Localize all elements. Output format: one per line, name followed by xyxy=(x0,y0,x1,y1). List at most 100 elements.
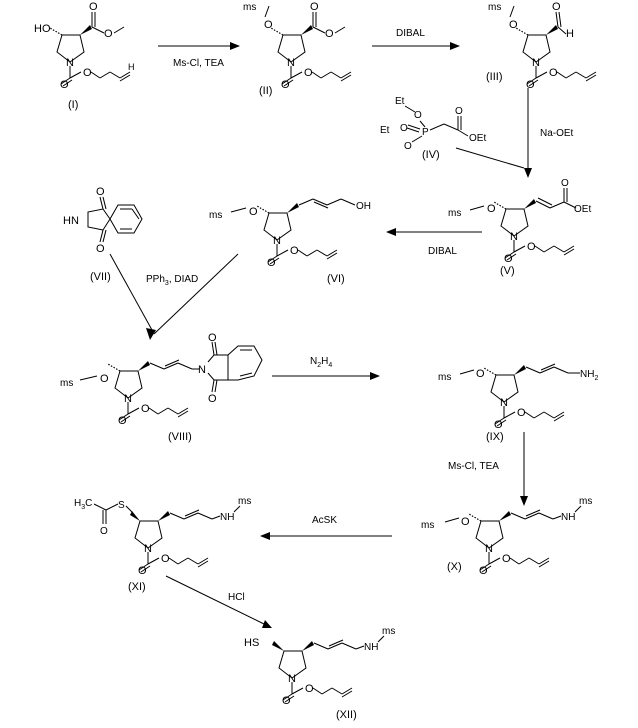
svg-text:H: H xyxy=(128,62,135,72)
arrow-step-3: Na-OEt xyxy=(455,88,574,178)
svg-text:N: N xyxy=(288,673,296,685)
svg-text:ms: ms xyxy=(448,208,461,219)
compound-viii: N O O O ms (VIII) xyxy=(60,359,200,443)
svg-text:NH: NH xyxy=(561,512,575,523)
label-x: (X) xyxy=(447,561,462,573)
arrow-step-1: Ms-Cl, TEA xyxy=(158,42,240,69)
svg-text:ms: ms xyxy=(579,496,592,507)
svg-text:O: O xyxy=(208,332,217,344)
label-ii: (II) xyxy=(259,85,272,97)
svg-text:DIBAL: DIBAL xyxy=(396,28,425,39)
svg-text:O: O xyxy=(60,79,69,91)
svg-text:O: O xyxy=(104,28,113,40)
label-ix: (IX) xyxy=(486,431,504,443)
svg-text:O: O xyxy=(479,565,488,577)
label-iii: (III) xyxy=(486,71,503,83)
svg-text:O: O xyxy=(561,178,569,189)
compound-ix: N O O O ms NH2 (IX) xyxy=(438,363,598,443)
compound-xi: N O O H3C O S NH ms (XI) xyxy=(74,496,251,593)
svg-text:N: N xyxy=(500,397,508,409)
svg-text:O: O xyxy=(208,393,217,405)
svg-text:O: O xyxy=(494,419,503,431)
svg-text:O: O xyxy=(141,403,150,415)
arrow-step-8: AcSK xyxy=(260,515,392,540)
svg-text:O: O xyxy=(310,1,319,13)
arrow-step-7: Ms-Cl, TEA xyxy=(448,432,528,506)
svg-text:ms: ms xyxy=(243,2,256,13)
svg-text:ms: ms xyxy=(60,378,73,389)
svg-text:H: H xyxy=(566,28,574,40)
label-i: (I) xyxy=(68,99,78,111)
arrow-step-4: DIBAL xyxy=(386,228,482,257)
svg-text:O: O xyxy=(96,243,105,255)
phthalimide-viii: N O O xyxy=(198,332,263,405)
compound-iii: N O O O ms O H (III) xyxy=(486,1,597,91)
svg-text:O: O xyxy=(509,19,518,31)
svg-text:O: O xyxy=(552,1,561,13)
svg-text:N: N xyxy=(287,57,295,69)
svg-text:HCl: HCl xyxy=(228,592,245,603)
svg-text:ms: ms xyxy=(421,520,434,531)
svg-text:O: O xyxy=(527,241,536,253)
compound-xii: N O O HS NH ms (XII) xyxy=(244,626,395,721)
compound-vii: HN O O (VII) xyxy=(63,186,143,283)
svg-text:O: O xyxy=(281,79,290,91)
svg-text:O: O xyxy=(282,695,291,707)
svg-text:O: O xyxy=(161,553,170,565)
label-viii: (VIII) xyxy=(168,431,192,443)
arrow-step-5: PPh3, DIAD xyxy=(109,253,239,340)
svg-text:ms: ms xyxy=(382,626,395,637)
svg-text:O: O xyxy=(461,516,470,528)
compound-x: N O O O ms NH ms (X) xyxy=(421,496,592,577)
svg-text:O: O xyxy=(549,67,558,79)
svg-text:Et: Et xyxy=(395,96,405,107)
svg-text:HS: HS xyxy=(244,637,259,649)
svg-text:O: O xyxy=(138,565,147,577)
svg-text:ms: ms xyxy=(238,496,251,507)
svg-text:HN: HN xyxy=(63,215,79,227)
svg-text:O: O xyxy=(526,79,535,91)
compound-vi: N O O O ms OH (VI) xyxy=(209,198,371,285)
svg-text:O: O xyxy=(304,67,313,79)
svg-text:NH: NH xyxy=(364,642,378,653)
svg-text:NH2: NH2 xyxy=(580,369,598,382)
svg-text:O: O xyxy=(487,203,496,215)
label-iv: (IV) xyxy=(422,149,440,161)
svg-text:NH: NH xyxy=(220,512,234,523)
compound-ii: N O O O ms O O (II) xyxy=(243,1,352,97)
svg-text:O: O xyxy=(325,28,334,40)
svg-text:O: O xyxy=(305,683,314,695)
arrow-step-9: HCl xyxy=(165,575,272,628)
svg-text:O: O xyxy=(264,19,273,31)
svg-text:O: O xyxy=(455,106,463,117)
arrow-step-2: DIBAL xyxy=(372,28,460,50)
svg-text:H3C: H3C xyxy=(74,498,92,511)
svg-text:O: O xyxy=(267,257,276,269)
label-v: (V) xyxy=(500,265,515,277)
svg-text:N: N xyxy=(273,235,281,247)
compound-iv: Et O P O Et O O OEt (IV) xyxy=(380,96,486,161)
label-xii: (XII) xyxy=(336,709,357,721)
svg-text:O: O xyxy=(83,67,92,79)
svg-text:O: O xyxy=(400,123,408,134)
label-xi: (XI) xyxy=(128,581,146,593)
svg-text:S: S xyxy=(118,500,125,511)
svg-text:O: O xyxy=(249,206,258,218)
svg-text:Na-OEt: Na-OEt xyxy=(540,128,574,139)
svg-text:O: O xyxy=(504,253,513,265)
svg-text:N: N xyxy=(66,57,74,69)
svg-text:OEt: OEt xyxy=(469,133,486,144)
svg-text:DIBAL: DIBAL xyxy=(428,246,457,257)
svg-text:PPh3, DIAD: PPh3, DIAD xyxy=(146,274,198,287)
svg-text:N: N xyxy=(510,231,518,243)
svg-text:P: P xyxy=(422,127,429,138)
svg-text:O: O xyxy=(100,526,108,537)
svg-text:ms: ms xyxy=(438,372,451,383)
svg-text:O: O xyxy=(404,141,412,152)
svg-text:AcSK: AcSK xyxy=(312,515,337,526)
svg-text:O: O xyxy=(517,407,526,419)
svg-text:ms: ms xyxy=(488,2,501,13)
svg-text:OH: OH xyxy=(356,201,371,212)
svg-text:N2H4: N2H4 xyxy=(310,356,332,369)
